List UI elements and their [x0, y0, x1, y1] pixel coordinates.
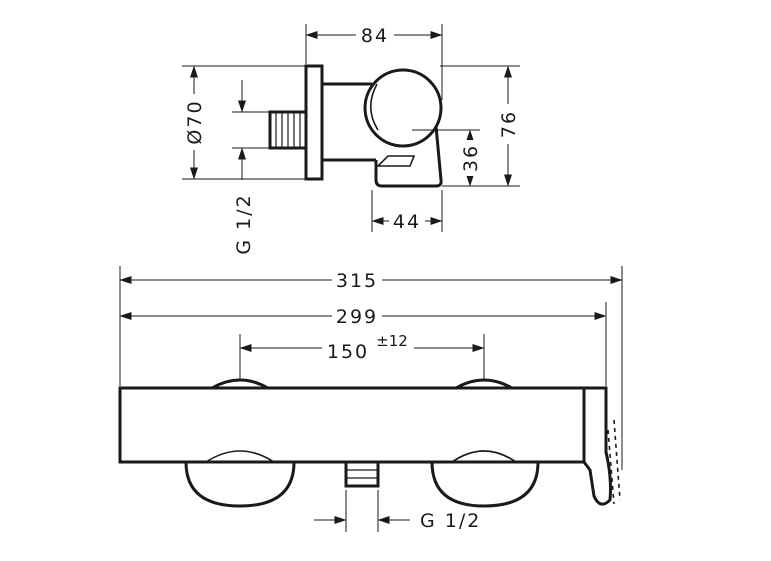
wall-plate	[304, 64, 324, 181]
handle-circle	[363, 68, 443, 148]
dim-150-label: 150	[327, 341, 369, 363]
dim-150-tolerance: ±12	[376, 332, 408, 350]
bottom-outlet	[344, 460, 380, 488]
water-stream	[607, 419, 621, 505]
spout-detail	[376, 155, 416, 167]
right-handle-disc	[430, 461, 540, 508]
handle-inner-arc	[369, 83, 379, 131]
dim-thread-label: G 1/2	[233, 193, 255, 254]
right-handle-detail	[451, 450, 517, 463]
mixer-body-neck	[322, 82, 376, 162]
side-view: 84 Ø70 G 1/2 76 36 44	[182, 24, 520, 255]
mixer-body	[118, 386, 586, 464]
spout-body	[374, 125, 443, 188]
dim-36-label: 36	[460, 144, 482, 172]
bottom-outlet-thread	[346, 469, 378, 479]
left-handle-disc	[184, 461, 296, 508]
front-extension-lines	[119, 266, 623, 532]
dim-outlet-thread-label: G 1/2	[420, 510, 481, 532]
dim-76-label: 76	[498, 110, 520, 138]
dim-44-label: 44	[393, 211, 421, 233]
dim-84-label: 84	[361, 25, 389, 47]
thread-hatching	[275, 112, 301, 148]
left-handle-detail	[205, 450, 275, 463]
dim-315-label: 315	[336, 270, 378, 292]
dim-299-label: 299	[336, 306, 378, 328]
front-view: 315 299 150 ±12 G 1/2	[118, 266, 623, 532]
dim-diameter-label: Ø70	[184, 99, 206, 144]
right-spout	[582, 386, 612, 506]
